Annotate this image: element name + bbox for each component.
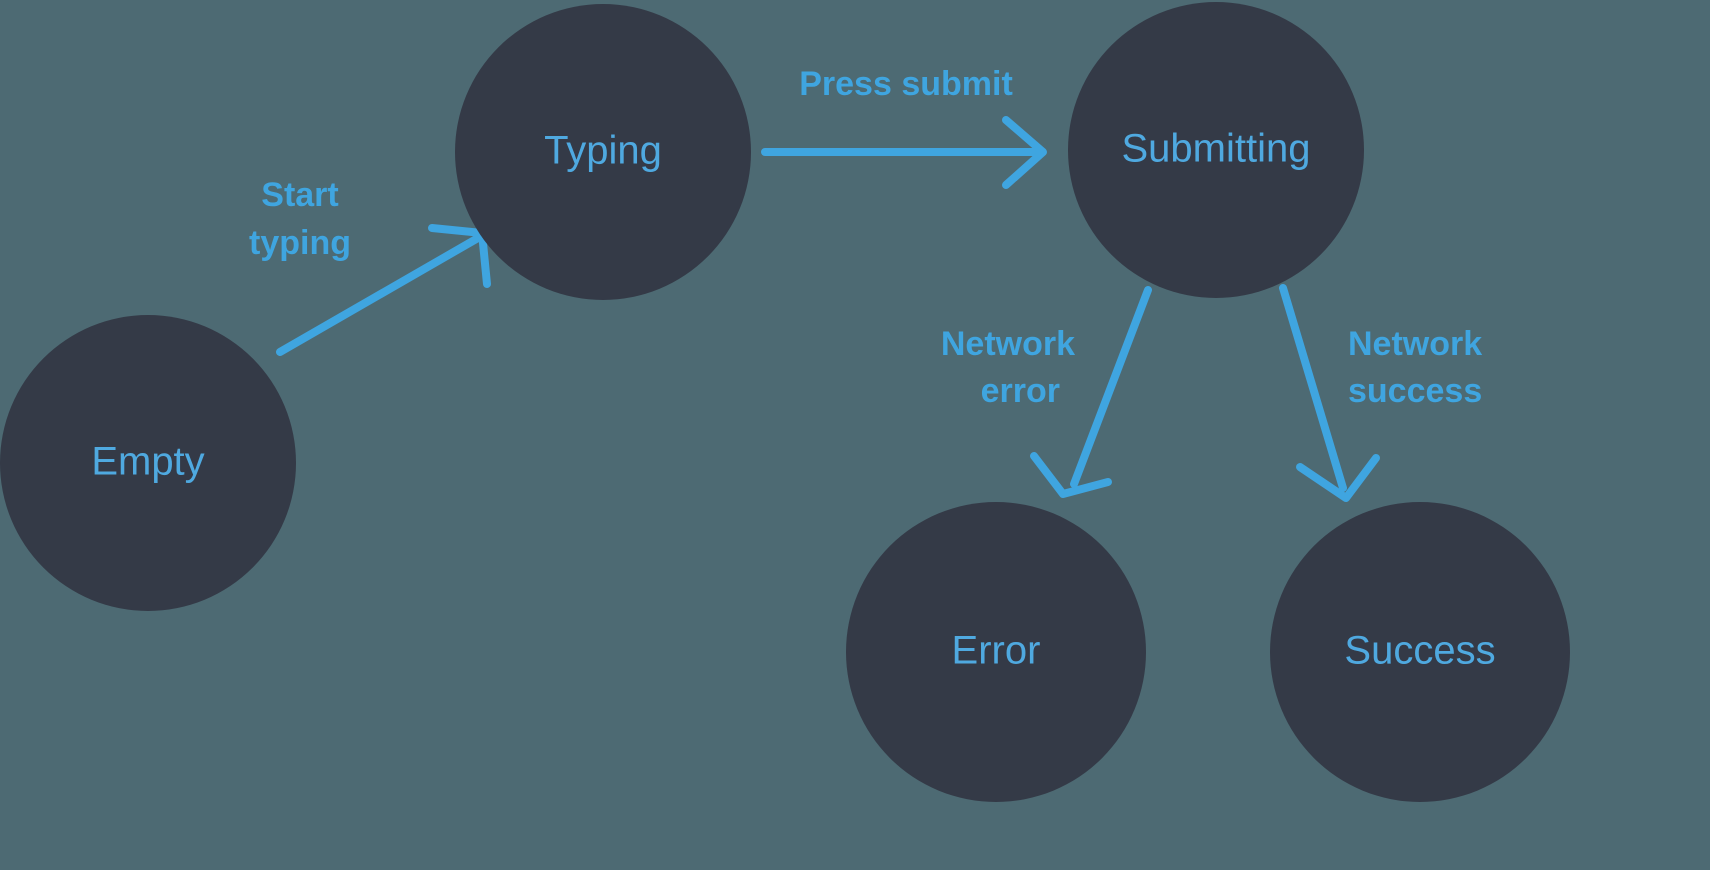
node-typing[interactable]: Typing <box>455 4 751 300</box>
edge-label-network-error-line-1: Network <box>941 325 1075 363</box>
node-success[interactable]: Success <box>1270 502 1570 802</box>
edge-network-success-arrowhead <box>1296 454 1380 502</box>
node-submitting[interactable]: Submitting <box>1068 2 1364 298</box>
node-empty[interactable]: Empty <box>0 315 296 611</box>
edge-network-success <box>1279 284 1380 502</box>
node-success-circle[interactable] <box>1270 502 1570 802</box>
node-submitting-circle[interactable] <box>1068 2 1364 298</box>
edge-label-network-error-line-2: error <box>981 372 1060 410</box>
node-error-label: Error <box>952 629 1041 673</box>
edge-label-start-typing-line-2: typing <box>249 224 351 262</box>
node-submitting-label: Submitting <box>1122 127 1311 171</box>
edge-label-network-error: Network error <box>941 325 1075 410</box>
edge-label-start-typing-line-1: Start <box>261 176 338 214</box>
node-error-circle[interactable] <box>846 502 1146 802</box>
edge-label-network-success-line-2: success <box>1348 372 1482 410</box>
edge-label-press-submit-line-1: Press submit <box>799 65 1013 103</box>
node-typing-label: Typing <box>544 129 662 173</box>
edge-press-submit-arrowhead <box>1002 116 1047 189</box>
edge-press-submit <box>761 116 1047 189</box>
node-empty-circle[interactable] <box>0 315 296 611</box>
edge-network-error-arrowhead <box>1030 452 1112 498</box>
edge-network-error <box>1030 286 1152 498</box>
edge-label-network-success: Network success <box>1348 325 1482 410</box>
edge-label-network-success-line-1: Network <box>1348 325 1482 363</box>
node-typing-circle[interactable] <box>455 4 751 300</box>
edge-network-error-line <box>1070 286 1152 488</box>
edge-network-success-line <box>1279 284 1347 492</box>
node-error[interactable]: Error <box>846 502 1146 802</box>
node-success-label: Success <box>1344 629 1495 673</box>
edge-label-start-typing: Start typing <box>249 176 351 262</box>
edge-label-press-submit: Press submit <box>799 65 1013 103</box>
node-empty-label: Empty <box>91 440 204 484</box>
edge-start-typing-line <box>276 234 482 356</box>
